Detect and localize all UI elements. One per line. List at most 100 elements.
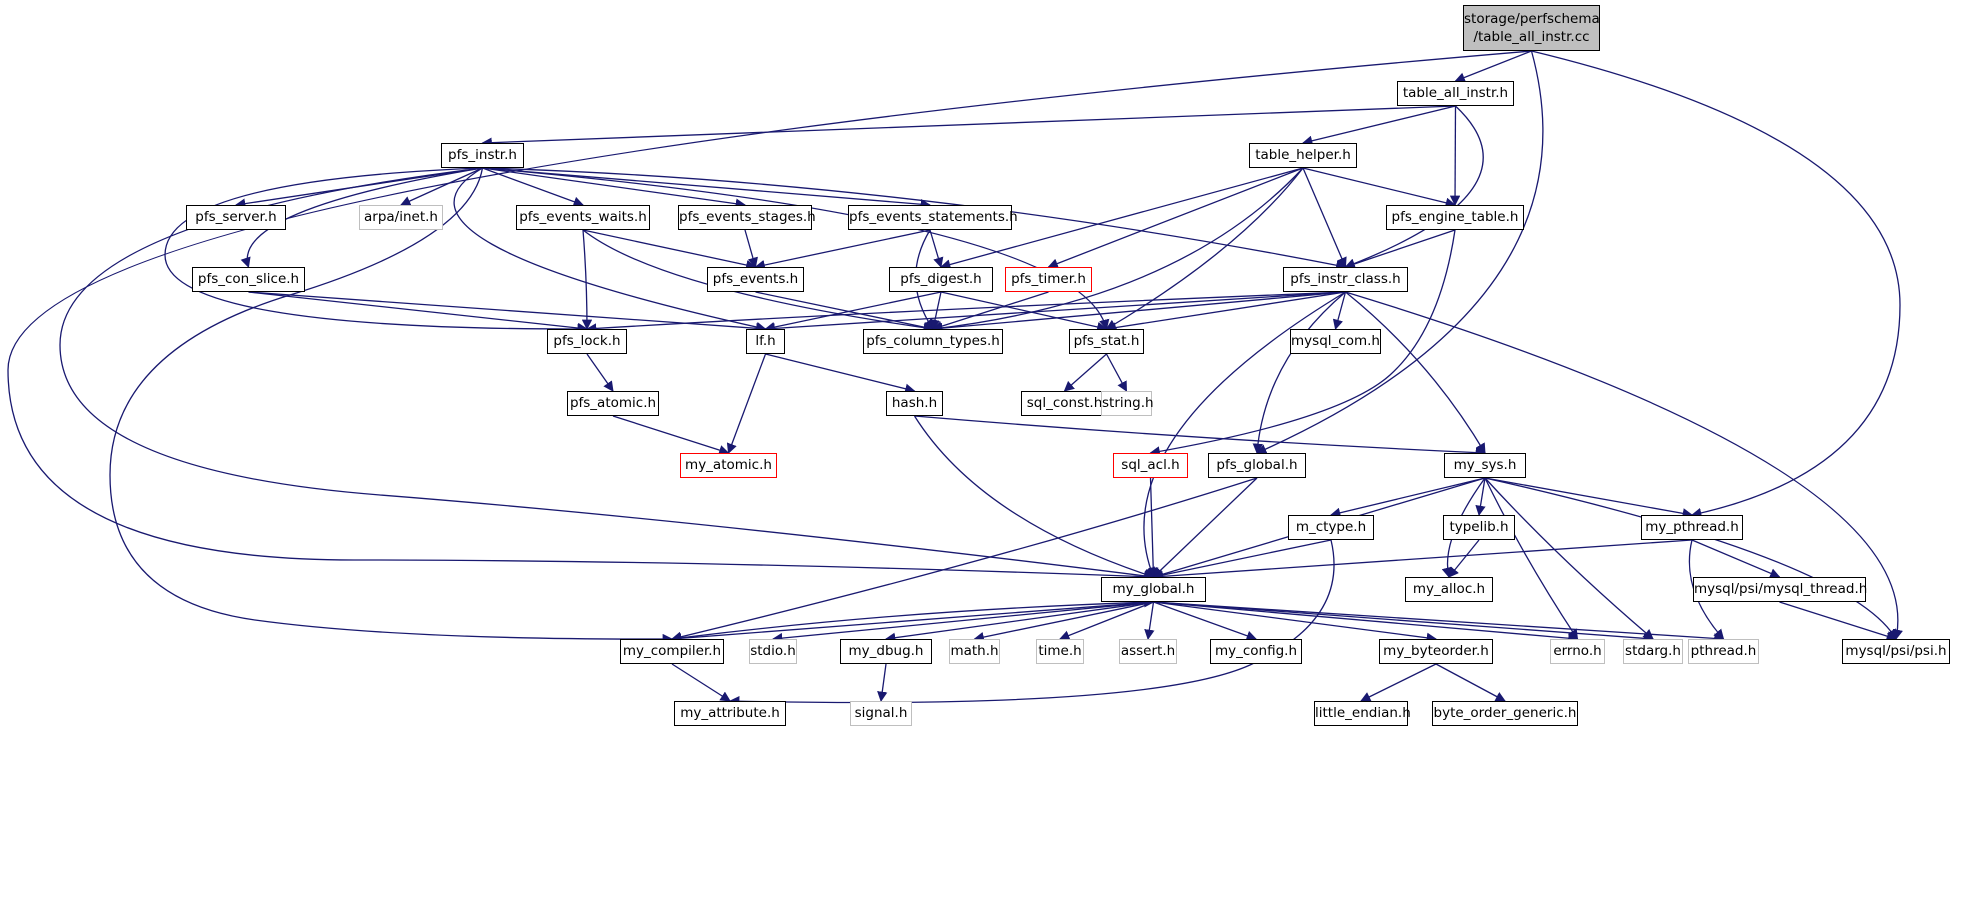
node-my-global-h[interactable]: my_global.h xyxy=(1101,577,1206,602)
node-string-h: string.h xyxy=(1101,391,1154,416)
root-node-label-line2: /table_all_instr.cc xyxy=(1473,29,1590,45)
node-mysql-psi-psi-h[interactable]: mysql/psi/psi.h xyxy=(1842,639,1950,664)
node-time-h: time.h xyxy=(1036,639,1084,664)
edge-table-helper-h-to-pfs-engine-table-h xyxy=(1302,167,1457,208)
edge-pfs-atomic-h-to-my-atomic-h xyxy=(612,415,730,456)
node-my-compiler-h[interactable]: my_compiler.h xyxy=(620,639,724,664)
node-pfs-events-waits-h[interactable]: pfs_events_waits.h xyxy=(516,205,650,230)
node-little-endian-h[interactable]: little_endian.h xyxy=(1314,701,1411,726)
node-mysql-com-h[interactable]: mysql_com.h xyxy=(1290,329,1381,354)
node-pfs-events-statements-h[interactable]: pfs_events_statements.h xyxy=(848,205,1018,230)
edge-pfs-instr-class-h-to-my-global-h xyxy=(1143,291,1346,578)
node-m-ctype-h[interactable]: m_ctype.h xyxy=(1288,515,1374,540)
edge-pfs-instr-h-to-arpa-inet-h xyxy=(400,167,483,206)
root-node-table-all-instr-cc: storage/perfschema /table_all_instr.cc xyxy=(1463,5,1600,51)
edge-mysql-psi-mysql-thread-h-to-mysql-psi-psi-h xyxy=(1779,601,1897,642)
node-sql-acl-h[interactable]: sql_acl.h xyxy=(1113,453,1188,478)
node-my-sys-h[interactable]: my_sys.h xyxy=(1444,453,1526,478)
edge-lf-h-to-my-atomic-h xyxy=(726,353,767,454)
node-stdio-h: stdio.h xyxy=(749,639,797,664)
node-pfs-events-h[interactable]: pfs_events.h xyxy=(707,267,804,292)
edge-table-helper-h-to-pfs-stat-h xyxy=(1105,167,1304,330)
node-pfs-lock-h[interactable]: pfs_lock.h xyxy=(547,329,627,354)
node-pthread-h: pthread.h xyxy=(1688,639,1759,664)
edge-pfs-global-h-to-my-global-h xyxy=(1152,477,1258,578)
edge-my-global-h-to-my-config-h xyxy=(1153,601,1257,641)
node-pfs-timer-h[interactable]: pfs_timer.h xyxy=(1005,267,1092,292)
node-pfs-instr-class-h[interactable]: pfs_instr_class.h xyxy=(1283,267,1408,292)
edge-pfs-instr-class-h-to-pfs-column-types-h xyxy=(931,291,1346,334)
edge-my-sys-h-to-typelib-h xyxy=(1475,477,1486,517)
edge-hash-h-to-my-sys-h xyxy=(914,415,1487,458)
edge-pfs-instr-class-h-to-lf-h xyxy=(764,291,1346,334)
edge-my-pthread-h-to-mysql-psi-mysql-thread-h xyxy=(1691,539,1781,579)
edge-pfs-instr-h-to-my-compiler-h xyxy=(109,167,674,645)
edge-my-sys-h-to-my-pthread-h xyxy=(1484,477,1694,519)
node-pfs-column-types-h[interactable]: pfs_column_types.h xyxy=(863,329,1003,354)
edge-table-all-instr-h-to-pfs-engine-table-h xyxy=(1449,105,1461,207)
node-pfs-stat-h[interactable]: pfs_stat.h xyxy=(1069,329,1144,354)
node-pfs-server-h[interactable]: pfs_server.h xyxy=(186,205,286,230)
node-sql-const-h[interactable]: sql_const.h xyxy=(1021,391,1108,416)
edge-pfs-instr-h-to-pfs-lock-h xyxy=(164,167,589,335)
edge-table-helper-h-to-pfs-digest-h xyxy=(939,167,1304,270)
edge-pfs-instr-h-to-pfs-events-waits-h xyxy=(482,167,584,207)
edge-table-helper-h-to-pfs-column-types-h xyxy=(931,167,1304,334)
edge-table-all-instr-h-to-table-helper-h xyxy=(1301,105,1456,146)
node-pfs-instr-h[interactable]: pfs_instr.h xyxy=(441,143,524,168)
node-table-all-instr-h[interactable]: table_all_instr.h xyxy=(1397,81,1514,106)
node-pfs-digest-h[interactable]: pfs_digest.h xyxy=(889,267,993,292)
edge-my-sys-h-to-m-ctype-h xyxy=(1329,477,1486,518)
node-errno-h: errno.h xyxy=(1550,639,1605,664)
edge-pfs-events-statements-h-to-pfs-events-h xyxy=(754,229,931,271)
edge-root-to-my-global-h xyxy=(7,50,1532,582)
edge-table-all-instr-h-to-pfs-instr-h xyxy=(481,105,1456,148)
node-my-attribute-h[interactable]: my_attribute.h xyxy=(674,701,786,726)
node-byte-order-generic-h[interactable]: byte_order_generic.h xyxy=(1432,701,1578,726)
edge-pfs-digest-h-to-lf-h xyxy=(764,291,942,333)
node-my-pthread-h[interactable]: my_pthread.h xyxy=(1641,515,1743,540)
node-my-alloc-h[interactable]: my_alloc.h xyxy=(1405,577,1493,602)
node-typelib-h[interactable]: typelib.h xyxy=(1443,515,1515,540)
node-my-byteorder-h[interactable]: my_byteorder.h xyxy=(1379,639,1493,664)
node-my-dbug-h[interactable]: my_dbug.h xyxy=(840,639,932,664)
edge-my-compiler-h-to-my-global-h xyxy=(671,597,1155,640)
edge-my-global-h-to-my-dbug-h xyxy=(884,601,1154,643)
edge-m-ctype-h-to-my-attribute-h xyxy=(728,539,1335,707)
edge-root-to-table-all-instr-h xyxy=(1454,50,1532,83)
node-mysql-psi-mysql-thread-h[interactable]: mysql/psi/mysql_thread.h xyxy=(1693,577,1867,602)
edge-pfs-con-slice-h-to-pfs-lock-h xyxy=(248,291,589,334)
node-pfs-engine-table-h[interactable]: pfs_engine_table.h xyxy=(1386,205,1524,230)
node-lf-h[interactable]: lf.h xyxy=(746,329,785,354)
node-table-helper-h[interactable]: table_helper.h xyxy=(1249,143,1357,168)
edge-my-global-h-to-assert-h xyxy=(1144,601,1155,641)
edge-pfs-events-waits-h-to-pfs-lock-h xyxy=(581,229,593,331)
node-pfs-atomic-h[interactable]: pfs_atomic.h xyxy=(567,391,659,416)
node-my-atomic-h[interactable]: my_atomic.h xyxy=(680,453,777,478)
edge-pfs-instr-h-to-pfs-events-stages-h xyxy=(482,167,747,209)
node-pfs-events-stages-h[interactable]: pfs_events_stages.h xyxy=(678,205,816,230)
node-math-h: math.h xyxy=(949,639,1000,664)
node-pfs-con-slice-h[interactable]: pfs_con_slice.h xyxy=(192,267,305,292)
edge-root-to-pfs-global-h xyxy=(1256,50,1544,454)
node-hash-h[interactable]: hash.h xyxy=(886,391,943,416)
node-pfs-global-h[interactable]: pfs_global.h xyxy=(1208,453,1306,478)
edge-pfs-events-stages-h-to-pfs-events-h xyxy=(744,229,758,269)
node-arpa-inet-h: arpa/inet.h xyxy=(359,205,443,230)
edge-typelib-h-to-my-alloc-h xyxy=(1448,539,1480,578)
edge-root-to-my-pthread-h xyxy=(1531,50,1901,519)
edge-my-global-h-to-math-h xyxy=(973,601,1154,643)
edge-pfs-instr-h-to-pfs-events-statements-h xyxy=(482,167,932,210)
edge-my-compiler-h-to-my-attribute-h xyxy=(671,663,731,702)
edge-my-global-h-to-pthread-h xyxy=(1153,601,1725,644)
node-my-config-h[interactable]: my_config.h xyxy=(1210,639,1302,664)
root-node-label-line1: storage/perfschema xyxy=(1464,11,1600,27)
edge-sql-acl-h-to-my-global-h xyxy=(1148,477,1159,579)
edge-my-sys-h-to-mysql-psi-psi-h xyxy=(1484,477,1897,640)
edge-pfs-lock-h-to-pfs-atomic-h xyxy=(586,353,614,392)
edge-pfs-events-statements-h-to-pfs-digest-h xyxy=(929,229,944,268)
edge-pfs-instr-class-h-to-mysql-psi-psi-h xyxy=(1345,291,1903,641)
edge-pfs-instr-class-h-to-mysql-com-h xyxy=(1332,291,1347,331)
edge-my-global-h-to-my-compiler-h xyxy=(670,601,1154,644)
